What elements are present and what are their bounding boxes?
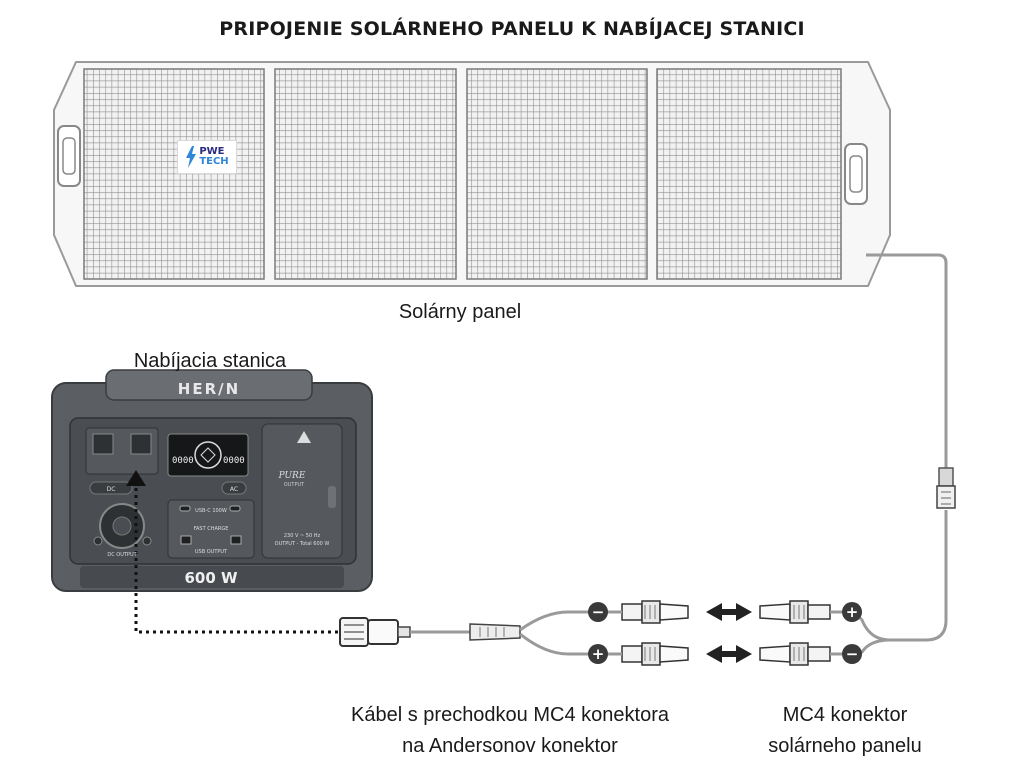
connect-arrow-bottom: [706, 645, 752, 663]
display-right-value: 0000: [223, 456, 245, 466]
panel-handle-left: [57, 125, 81, 187]
polarity-minus-left-text: −: [592, 603, 605, 621]
polarity-minus-left: −: [588, 602, 608, 622]
polarity-plus-left: +: [588, 644, 608, 664]
mc4-panel-connector-top: [759, 600, 831, 624]
cable-splitter: [469, 623, 521, 641]
logo-line2: TECH: [199, 156, 229, 167]
ac-spec-line1: 230 V ~ 50 Hz: [284, 533, 321, 539]
polarity-plus-right-text: +: [846, 603, 859, 621]
inline-fuse-connector: [936, 467, 956, 509]
polarity-minus-right-text: −: [846, 645, 859, 663]
mc4-panel-connector-bottom: [759, 642, 831, 666]
usb-output-label: USB OUTPUT: [195, 549, 228, 555]
charging-station: [51, 369, 373, 592]
display-left-value: 0000: [172, 456, 194, 466]
polarity-plus-left-text: +: [592, 645, 605, 663]
station-display: [167, 433, 249, 477]
solar-panel-section-1: [83, 68, 265, 280]
solar-panel-label: Solárny panel: [398, 301, 522, 323]
anderson-connector: [339, 617, 411, 647]
station-power-label: 600 W: [184, 569, 238, 587]
connect-arrow-top: [706, 603, 752, 621]
ac-spec-line2: OUTPUT - Total 600 W: [275, 541, 330, 547]
pure-label: PURE: [278, 471, 306, 481]
mc4-adapter-connector-top: [621, 600, 689, 624]
station-brand: HER∕N: [178, 380, 240, 398]
solar-panel: [53, 61, 891, 287]
pwe-bolt-icon: [186, 146, 197, 168]
ac-button-label: AC: [230, 486, 238, 493]
dc-output-label: DC OUTPUT: [107, 552, 137, 558]
dc-button-label: DC: [107, 486, 116, 493]
charging-station-label: Nabíjacia stanica: [133, 350, 287, 372]
panel-handle-right: [844, 143, 868, 205]
mc4-label-line1: MC4 konektor: [782, 704, 908, 726]
logo-line1: PWE: [199, 146, 225, 157]
fast-charge-label: FAST CHARGE: [194, 526, 229, 532]
mc4-label-line2: solárneho panelu: [768, 735, 922, 757]
cable-label-line2: na Andersonov konektor: [402, 735, 618, 757]
solar-panel-section-3: [466, 68, 648, 280]
polarity-plus-right: +: [842, 602, 862, 622]
solar-panel-section-4: [656, 68, 842, 280]
adapter-cable-branches: [519, 610, 612, 656]
cable-label-line1: Kábel s prechodkou MC4 konektora: [351, 704, 669, 726]
input-arrow: [126, 470, 146, 486]
solar-panel-section-2: [274, 68, 457, 280]
polarity-minus-right: −: [842, 644, 862, 664]
usb-c-label: USB-C 100W: [195, 508, 227, 514]
ac-output-panel: [261, 423, 343, 559]
diagram-title: PRIPOJENIE SOLÁRNEHO PANELU K NABÍJACEJ …: [219, 18, 805, 40]
pure-sub-label: OUTPUT: [284, 482, 305, 488]
dotted-connection-path: [134, 474, 340, 634]
mc4-adapter-connector-bottom: [621, 642, 689, 666]
panel-cable: [856, 253, 948, 657]
pwe-tech-logo: PWE TECH: [177, 140, 237, 174]
